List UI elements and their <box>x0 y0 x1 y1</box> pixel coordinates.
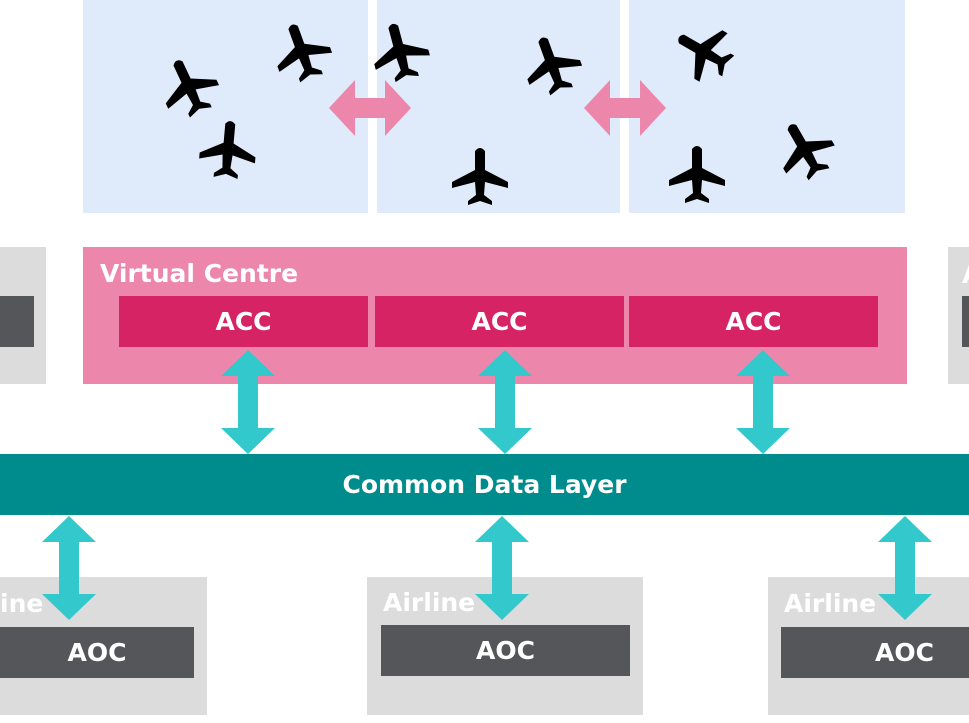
airplane-icon <box>773 118 837 182</box>
acc-data-link-arrow <box>221 350 275 454</box>
right-side-aoc <box>962 296 969 347</box>
acc-data-link-arrow <box>478 350 532 454</box>
airline-data-link-arrow <box>42 516 96 620</box>
right-side-panel <box>948 247 969 384</box>
sector-link-arrow <box>584 80 666 136</box>
airline-label: Airline <box>784 589 877 618</box>
airplane-icon <box>520 33 584 97</box>
airspace-sector-1 <box>83 0 368 213</box>
left-side-aoc <box>0 296 34 347</box>
acc-unit: ACC <box>119 296 368 347</box>
airplane-icon <box>197 118 259 181</box>
acc-data-link-arrow <box>736 350 790 454</box>
common-data-layer-label: Common Data Layer <box>342 470 627 499</box>
aoc-unit: AOC <box>381 625 630 676</box>
aoc-unit: AOC <box>781 627 969 678</box>
airplane-icon <box>452 148 508 205</box>
acc-unit: ACC <box>629 296 878 347</box>
airplane-icon <box>672 20 736 84</box>
sector-link-arrow <box>329 80 411 136</box>
airplane-icon <box>669 146 725 203</box>
virtual-centre-title: Virtual Centre <box>100 259 299 288</box>
common-data-layer: Common Data Layer <box>0 454 969 515</box>
airline-data-link-arrow <box>475 516 529 620</box>
right-side-label: A <box>962 260 969 289</box>
airplane-icon <box>270 20 334 84</box>
airplane-icon <box>157 55 221 119</box>
airline-data-link-arrow <box>878 516 932 620</box>
acc-unit: ACC <box>375 296 624 347</box>
aoc-unit: AOC <box>0 627 194 678</box>
airline-label: Airline <box>383 588 476 617</box>
airplane-icon <box>368 20 432 84</box>
airline-label: ine <box>0 589 44 618</box>
